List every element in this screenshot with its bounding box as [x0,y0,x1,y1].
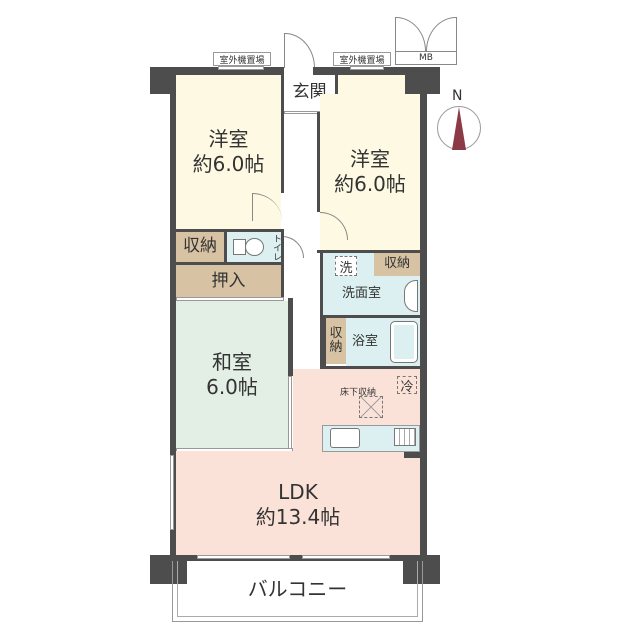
sliding-door-japanese-right [288,376,292,450]
storage-3-label: 収納 [329,325,343,355]
western-room-1-name: 洋室 [208,127,249,151]
wall-corridor-left [281,75,284,193]
wall-entrance-right [335,75,338,112]
entrance-step [284,111,320,114]
outdoor-unit-label: 室外機置場 [339,55,385,66]
ldk-name: LDK [278,480,318,504]
western-room-2-size: 約6.0帖 [334,172,406,196]
wall-washroom-bottom [320,315,423,318]
bathroom-label: 浴室 [352,333,379,349]
compass-north-label: N [452,88,463,104]
wall-top-left [150,67,284,75]
outdoor-unit-label: 室外機置場 [219,55,265,66]
room-storage-1: 収納 [176,232,224,262]
storage-2-label: 収納 [383,256,410,272]
pillar-bottom-left [150,555,187,584]
underfloor-storage-label: 床下収納 [340,388,377,398]
outdoor-unit-area-right: 室外機置場 [333,52,391,66]
wall-storage-toilet [224,232,227,262]
entrance-label: 玄関 [292,82,327,103]
wall-toilet-bottom [176,262,284,265]
wall-top-right [313,67,440,75]
washer-label: 洗 [339,260,353,276]
washer-space: 洗 [335,256,357,276]
washbasin-icon [404,280,418,312]
compass-needle-icon [452,107,466,150]
underfloor-storage-hatch [359,396,383,418]
door-swing-toilet [282,236,304,258]
balcony-inner-rail [177,561,418,617]
room-western-2-top [338,75,405,95]
room-storage-2: 収納 [374,253,420,276]
wall-corridor-right [317,112,320,212]
wall-kitchen-end [404,452,422,458]
oshiire-label: 押入 [211,270,246,291]
sliding-door-oshiire [176,297,284,301]
balcony: バルコニー [172,561,423,622]
wall-japanese-right [288,298,293,376]
meter-box: MB [395,51,457,65]
wall-right [420,67,427,567]
pillar-bottom-right [403,555,440,584]
balcony-label: バルコニー [247,576,348,601]
western-room-1-size: 約6.0帖 [192,152,265,176]
room-western-2: 洋室 約6.0帖 [320,94,420,250]
window-top-left [218,66,264,70]
wall-storage-3-left [320,318,326,378]
toilet-label: トイレ [271,233,281,261]
wall-western-2-bottom [317,250,423,253]
ldk-label-group: LDK 約13.4帖 [176,470,420,540]
ldk-size: 約13.4帖 [255,505,341,529]
room-japanese: 和室 6.0帖 [176,301,288,449]
washroom-label: 洗面室 [341,285,381,301]
stove-icon [394,428,416,446]
japanese-room-size: 6.0帖 [206,375,258,399]
underfloor-storage-label-wrap: 床下収納 [340,380,400,398]
japanese-room-name: 和室 [212,350,252,374]
fridge-label: 冷 [400,379,414,395]
western-room-2-name: 洋室 [350,147,390,171]
room-storage-3: 収納 [326,318,346,364]
room-ldk [176,451,420,555]
wall-western-1-bottom [176,229,284,232]
room-western-1: 洋室 約6.0帖 [176,75,281,229]
meter-box-label: MB [419,53,433,63]
meter-box-doors [395,17,457,51]
toilet-seat-icon [245,238,264,256]
room-toilet: トイレ [227,232,281,262]
outdoor-unit-area-left: 室外機置場 [213,52,271,66]
window-top-right [350,66,384,70]
window-left-ldk [170,455,174,530]
compass: N [433,88,483,160]
wall-bathroom-bottom [320,366,423,369]
bathtub-icon [390,321,418,363]
wall-oshiire-right [281,232,284,300]
front-door-swing [284,33,315,68]
storage-1-label: 収納 [183,236,217,257]
wall-wet-left [320,250,323,318]
room-oshiire: 押入 [176,265,281,298]
wall-bottom [150,555,440,561]
window-bottom-right [302,555,390,559]
wall-left [170,67,176,567]
kitchen-sink-icon [330,428,360,448]
fridge-space: 冷 [397,376,417,395]
window-bottom-left [197,555,290,559]
